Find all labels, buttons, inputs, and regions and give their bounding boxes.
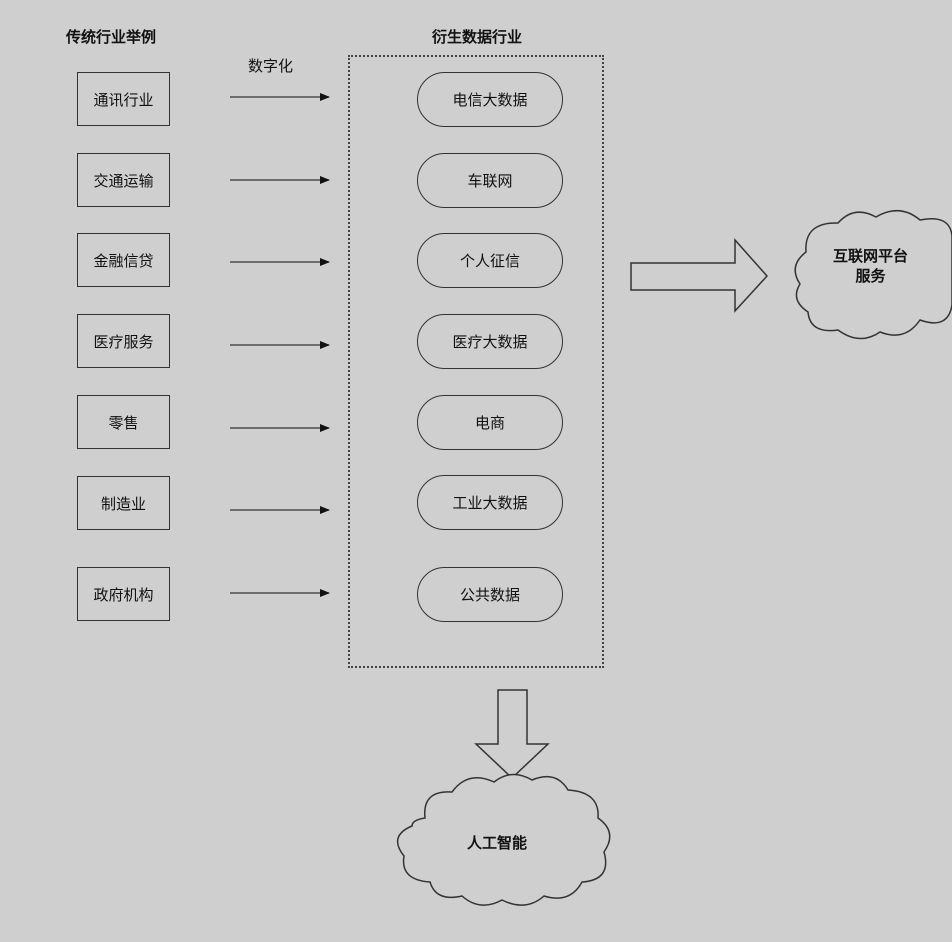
derived-box-ecommerce: 电商 (417, 395, 563, 450)
derived-box-iov: 车联网 (417, 153, 563, 208)
derived-box-medical-bigdata: 医疗大数据 (417, 314, 563, 369)
traditional-industries-title: 传统行业举例 (66, 28, 157, 46)
right-block-arrow (630, 238, 769, 313)
digitize-label: 数字化 (248, 57, 294, 75)
derived-industries-container (348, 55, 604, 668)
ai-cloud-label: 人工智能 (467, 834, 528, 852)
traditional-box-government: 政府机构 (77, 567, 170, 621)
internet-cloud-label: 互联网平台 服务 (833, 246, 908, 286)
traditional-box-transport: 交通运输 (77, 153, 170, 207)
traditional-box-medical: 医疗服务 (77, 314, 170, 368)
traditional-box-telecom: 通讯行业 (77, 72, 170, 126)
traditional-box-finance: 金融信贷 (77, 233, 170, 287)
down-block-arrow (474, 689, 550, 780)
ai-cloud-shape (396, 773, 611, 906)
internet-cloud-line2: 服务 (855, 267, 886, 285)
derived-industries-title: 衍生数据行业 (432, 28, 523, 46)
derived-box-public-data: 公共数据 (417, 567, 563, 622)
traditional-box-retail: 零售 (77, 395, 170, 449)
internet-cloud-line1: 互联网平台 (833, 247, 909, 265)
internet-cloud-shape (794, 210, 952, 340)
derived-box-telecom-bigdata: 电信大数据 (417, 72, 563, 127)
traditional-box-manufacturing: 制造业 (77, 476, 170, 530)
derived-box-industrial-bigdata: 工业大数据 (417, 475, 563, 530)
derived-box-credit: 个人征信 (417, 233, 563, 288)
